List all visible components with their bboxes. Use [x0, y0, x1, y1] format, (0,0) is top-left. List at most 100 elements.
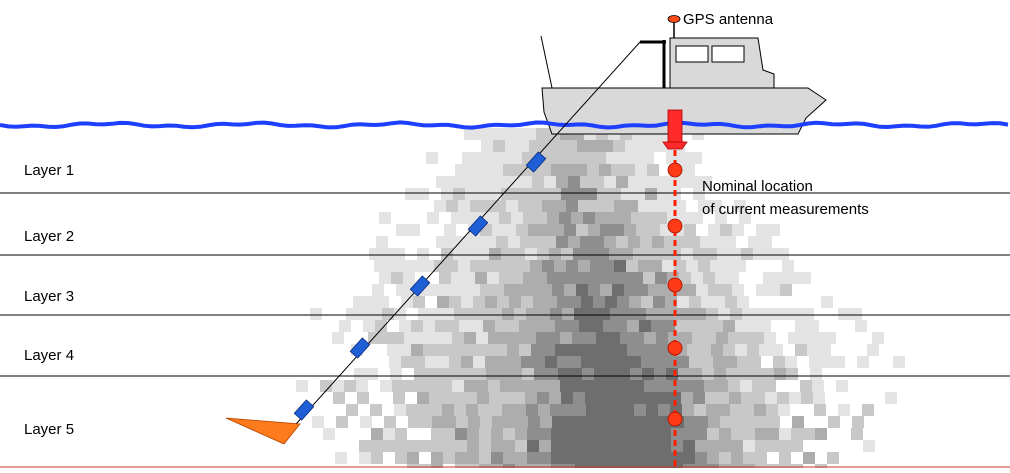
plume-cell: [763, 272, 775, 284]
plume-cell: [712, 236, 724, 248]
plume-cell: [810, 368, 822, 380]
plume-cell: [693, 248, 705, 260]
plume-cell: [377, 296, 389, 308]
plume-cell: [728, 332, 740, 344]
plume-cell: [538, 404, 550, 416]
plume-cell: [803, 428, 815, 440]
plume-cell: [503, 452, 515, 464]
plume-cell: [568, 176, 580, 188]
plume-cell: [447, 344, 459, 356]
plume-cell: [756, 284, 768, 296]
plume-cell: [735, 344, 747, 356]
plume-cell: [470, 200, 482, 212]
plume-cell: [444, 284, 456, 296]
plume-cell: [513, 188, 525, 200]
plume-cell: [855, 320, 867, 332]
plume-cell: [623, 428, 635, 440]
plume-cell: [777, 392, 789, 404]
plume-cell: [605, 356, 617, 368]
plume-cell: [359, 452, 371, 464]
plume-cell: [389, 356, 401, 368]
plume-cell: [633, 188, 645, 200]
plume-cell: [494, 260, 506, 272]
cabin-window: [675, 45, 709, 63]
plume-cell: [386, 260, 398, 272]
plume-cell: [549, 392, 561, 404]
plume-cell: [675, 320, 687, 332]
plume-cell: [513, 392, 525, 404]
plume-cell: [437, 356, 449, 368]
plume-cell: [592, 176, 604, 188]
plume-cell: [706, 308, 718, 320]
plume-cell: [766, 308, 778, 320]
plume-cell: [647, 452, 659, 464]
plume-cell: [524, 380, 536, 392]
plume-cell: [753, 248, 765, 260]
plume-cell: [475, 272, 487, 284]
plume-cell: [516, 416, 528, 428]
plume-cell: [730, 308, 742, 320]
plume-cell: [774, 368, 786, 380]
plume-cell: [595, 272, 607, 284]
plume-cell: [492, 416, 504, 428]
plume-cell: [718, 404, 730, 416]
plume-cell: [699, 320, 711, 332]
plume-cell: [429, 392, 441, 404]
plume-cell: [626, 260, 638, 272]
plume-cell: [518, 200, 530, 212]
plume-cell: [521, 296, 533, 308]
plume-cell: [463, 212, 475, 224]
cabin-window: [711, 45, 745, 63]
layer-labels: Layer 1 Layer 2 Layer 3 Layer 4 Layer 5: [24, 162, 74, 438]
plume-cell: [444, 416, 456, 428]
plume-cell: [695, 452, 707, 464]
plume-cell: [698, 260, 710, 272]
plume-cell: [515, 428, 527, 440]
plume-cell: [531, 344, 543, 356]
plume-cell: [468, 416, 480, 428]
plume-cell: [449, 296, 461, 308]
plume-cell: [563, 164, 575, 176]
plume-cell: [464, 128, 476, 140]
plume-cell: [556, 236, 568, 248]
plume-cell: [609, 392, 621, 404]
plume-cell: [447, 320, 459, 332]
plume-cell: [419, 440, 431, 452]
plume-cell: [650, 200, 662, 212]
plume-cell: [504, 224, 516, 236]
plume-cell: [571, 272, 583, 284]
plume-cell: [656, 380, 668, 392]
plume-cell: [791, 440, 803, 452]
plume-cell: [719, 428, 731, 440]
plume-cell: [707, 440, 719, 452]
plume-cell: [514, 404, 526, 416]
plume-cell: [654, 368, 666, 380]
plume-cell: [574, 308, 586, 320]
plume-cell: [779, 428, 791, 440]
plume-cell: [696, 416, 708, 428]
plume-cell: [729, 392, 741, 404]
plume-cell: [647, 440, 659, 452]
plume-cell: [561, 188, 573, 200]
plume-cell: [561, 392, 573, 404]
plume-cell: [705, 392, 717, 404]
plume-cell: [401, 296, 413, 308]
plume-cell: [671, 440, 683, 452]
gps-antenna-icon: [667, 15, 681, 23]
plume-cell: [335, 452, 347, 464]
plume-cell: [563, 440, 575, 452]
plume-cell: [366, 368, 378, 380]
plume-cell: [492, 284, 504, 296]
plume-cell: [501, 248, 513, 260]
plume-cell: [703, 272, 715, 284]
plume-cell: [754, 308, 766, 320]
plume-cell: [635, 428, 647, 440]
plume-cell: [651, 344, 663, 356]
plume-cell: [749, 356, 761, 368]
plume-cell: [620, 380, 632, 392]
plume-cell: [582, 152, 594, 164]
plume-cell: [448, 236, 460, 248]
plume-cell: [534, 368, 546, 380]
plume-cell: [787, 272, 799, 284]
plume-cell: [491, 428, 503, 440]
